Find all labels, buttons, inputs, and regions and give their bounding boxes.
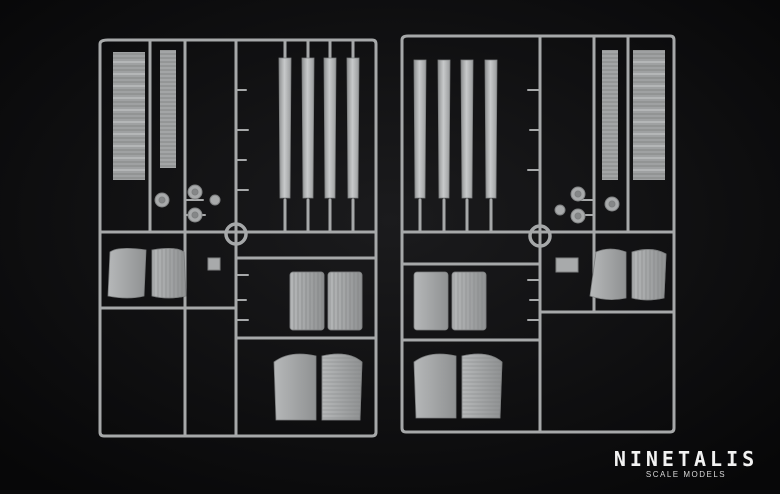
left-sprue <box>98 38 378 438</box>
right-rotor-blades <box>413 59 498 199</box>
right-ladder-parts <box>602 50 665 180</box>
left-ladder-parts <box>113 50 176 180</box>
right-small-parts <box>554 186 620 273</box>
ninetalis-logo: NINETALIS SCALE MODELS <box>606 448 766 480</box>
logo-brand-text: NINETALIS <box>613 447 759 471</box>
right-panels <box>413 248 667 419</box>
left-panels <box>107 248 363 421</box>
left-rotor-blades <box>278 57 360 199</box>
left-small-parts <box>154 184 221 271</box>
logo-subtitle: SCALE MODELS <box>645 470 727 479</box>
